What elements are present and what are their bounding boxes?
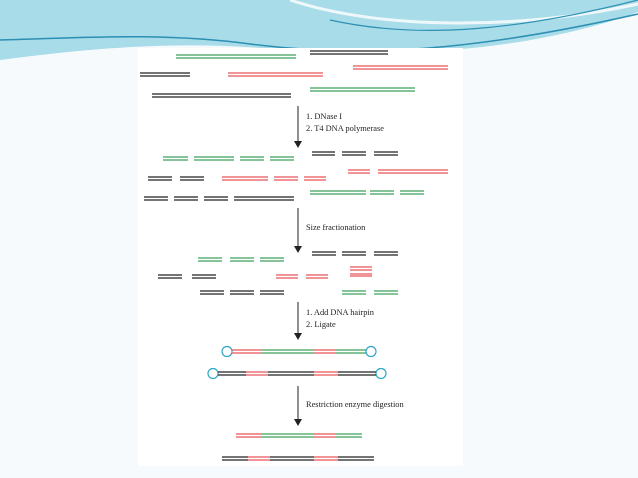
down-arrow-icon — [294, 333, 302, 340]
circle-icon — [207, 367, 219, 380]
step-dnase: 1. DNase I — [306, 112, 343, 121]
decorative-banner — [0, 0, 638, 60]
circle-icon — [365, 345, 377, 358]
banner-wave-dark-2 — [329, 0, 638, 31]
step-restriction-digestion: Restriction enzyme digestion — [306, 400, 404, 409]
banner-wave-highlight — [289, 0, 638, 25]
dna-strands-diagram — [140, 50, 448, 461]
down-arrow-icon — [294, 141, 302, 148]
circle-icon — [375, 367, 387, 380]
down-arrow-icon — [294, 419, 302, 426]
dna-library-figure: 1. DNase I 2. T4 DNA polymerase Size fra… — [138, 48, 463, 466]
circle-icon — [221, 345, 233, 358]
down-arrow-icon — [294, 246, 302, 253]
step-add-hairpin: 1. Add DNA hairpin — [306, 308, 374, 317]
banner-wave-light — [0, 0, 638, 60]
step-ligate: 2. Ligate — [306, 320, 336, 329]
step-size-fractionation: Size fractionation — [306, 223, 366, 232]
banner-wave-dark — [0, 13, 638, 52]
step-t4-polymerase: 2. T4 DNA polymerase — [306, 124, 384, 133]
